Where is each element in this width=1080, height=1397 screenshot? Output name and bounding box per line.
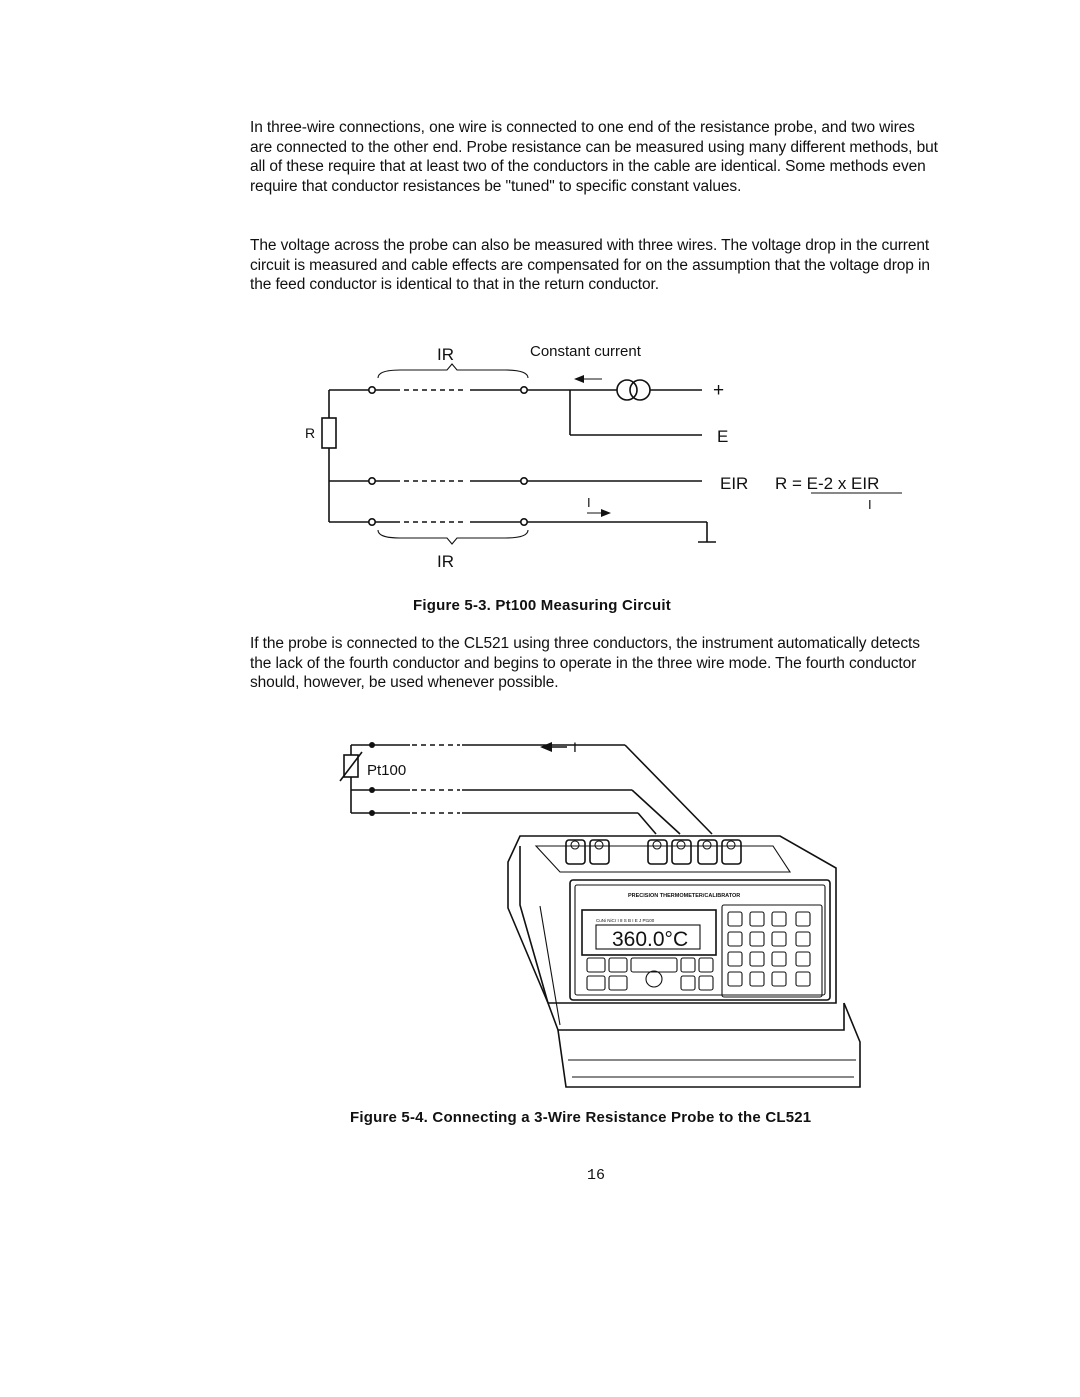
ir-bottom-label: IR xyxy=(437,552,454,571)
ir-bottom-bracket xyxy=(377,529,529,545)
paragraph-voltage: The voltage across the probe can also be… xyxy=(250,237,930,294)
right-keypad xyxy=(721,904,823,998)
display-reading: 360.0°C xyxy=(612,928,688,951)
current-i-label: I xyxy=(573,739,577,755)
paragraph-cl521: If the probe is connected to the CL521 u… xyxy=(250,635,920,692)
terminal-group xyxy=(565,839,742,865)
left-keypad xyxy=(586,957,714,991)
paragraph-three-wire: In three-wire connections, one wire is c… xyxy=(250,119,938,195)
cl521-connection-illustration: I Pt100 xyxy=(339,739,861,1088)
resistance-formula: R = E-2 x EIR xyxy=(775,474,879,493)
figure-5-3-caption: Figure 5-3. Pt100 Measuring Circuit xyxy=(413,597,671,614)
constant-current-label: Constant current xyxy=(530,343,642,360)
ir-top-bracket xyxy=(377,363,529,379)
figure-5-4-caption: Figure 5-4. Connecting a 3-Wire Resistan… xyxy=(350,1109,812,1126)
pt100-label: Pt100 xyxy=(367,762,406,779)
plus-label: + xyxy=(713,380,724,401)
device-title: PRECISION THERMOMETER/CALIBRATOR xyxy=(628,893,740,899)
formula-denominator: I xyxy=(868,497,872,512)
pt100-circuit-diagram: IR Constant current + E R xyxy=(305,343,902,571)
e-label: E xyxy=(717,427,728,446)
page-number: 16 xyxy=(587,1167,606,1184)
scale-row: CuNi NiCr I 8 S B I E J Pt100 xyxy=(596,918,655,923)
i-current-label: I xyxy=(587,495,591,510)
eir-label: EIR xyxy=(720,474,748,493)
ir-top-label: IR xyxy=(437,345,454,364)
r-label: R xyxy=(305,425,315,441)
